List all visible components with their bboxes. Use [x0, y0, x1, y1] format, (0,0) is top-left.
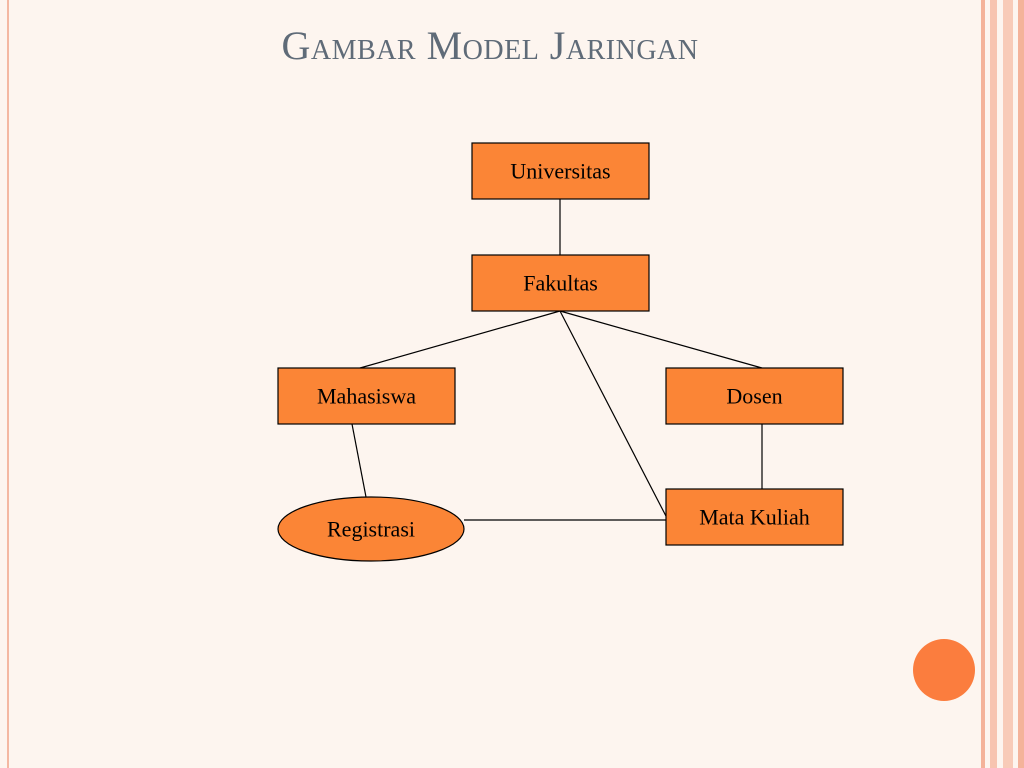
node-registrasi: Registrasi [277, 496, 465, 562]
edge-fakultas-dosen [559, 310, 763, 369]
node-shape [471, 254, 650, 312]
slide-title: Gambar Model Jaringan [281, 23, 699, 68]
node-shape [277, 367, 456, 425]
node-fakultas: Fakultas [471, 254, 650, 312]
node-universitas: Universitas [471, 142, 650, 200]
right-border-stripe [1018, 0, 1024, 768]
node-shape [277, 496, 465, 562]
right-border-stripe [981, 0, 985, 768]
edge-fakultas-mata-kuliah [559, 310, 669, 521]
node-shape [665, 367, 844, 425]
node-label: Mahasiswa [317, 384, 416, 409]
edge-fakultas-mahasiswa [359, 310, 561, 369]
diagram-edges [351, 199, 763, 521]
node-label: Dosen [726, 384, 782, 409]
node-label: Registrasi [327, 517, 415, 542]
node-dosen: Dosen [665, 367, 844, 425]
decorative-circle [913, 639, 975, 701]
node-shape [665, 488, 844, 546]
node-mata-kuliah: Mata Kuliah [665, 488, 844, 546]
right-border-stripe [990, 0, 997, 768]
node-label: Fakultas [523, 271, 598, 296]
node-shape [471, 142, 650, 200]
node-label: Mata Kuliah [699, 505, 810, 530]
edge-mahasiswa-registrasi [351, 423, 367, 498]
node-mahasiswa: Mahasiswa [277, 367, 456, 425]
right-border-stripe [1003, 0, 1013, 768]
node-label: Universitas [510, 159, 610, 184]
left-border-line [7, 0, 9, 768]
